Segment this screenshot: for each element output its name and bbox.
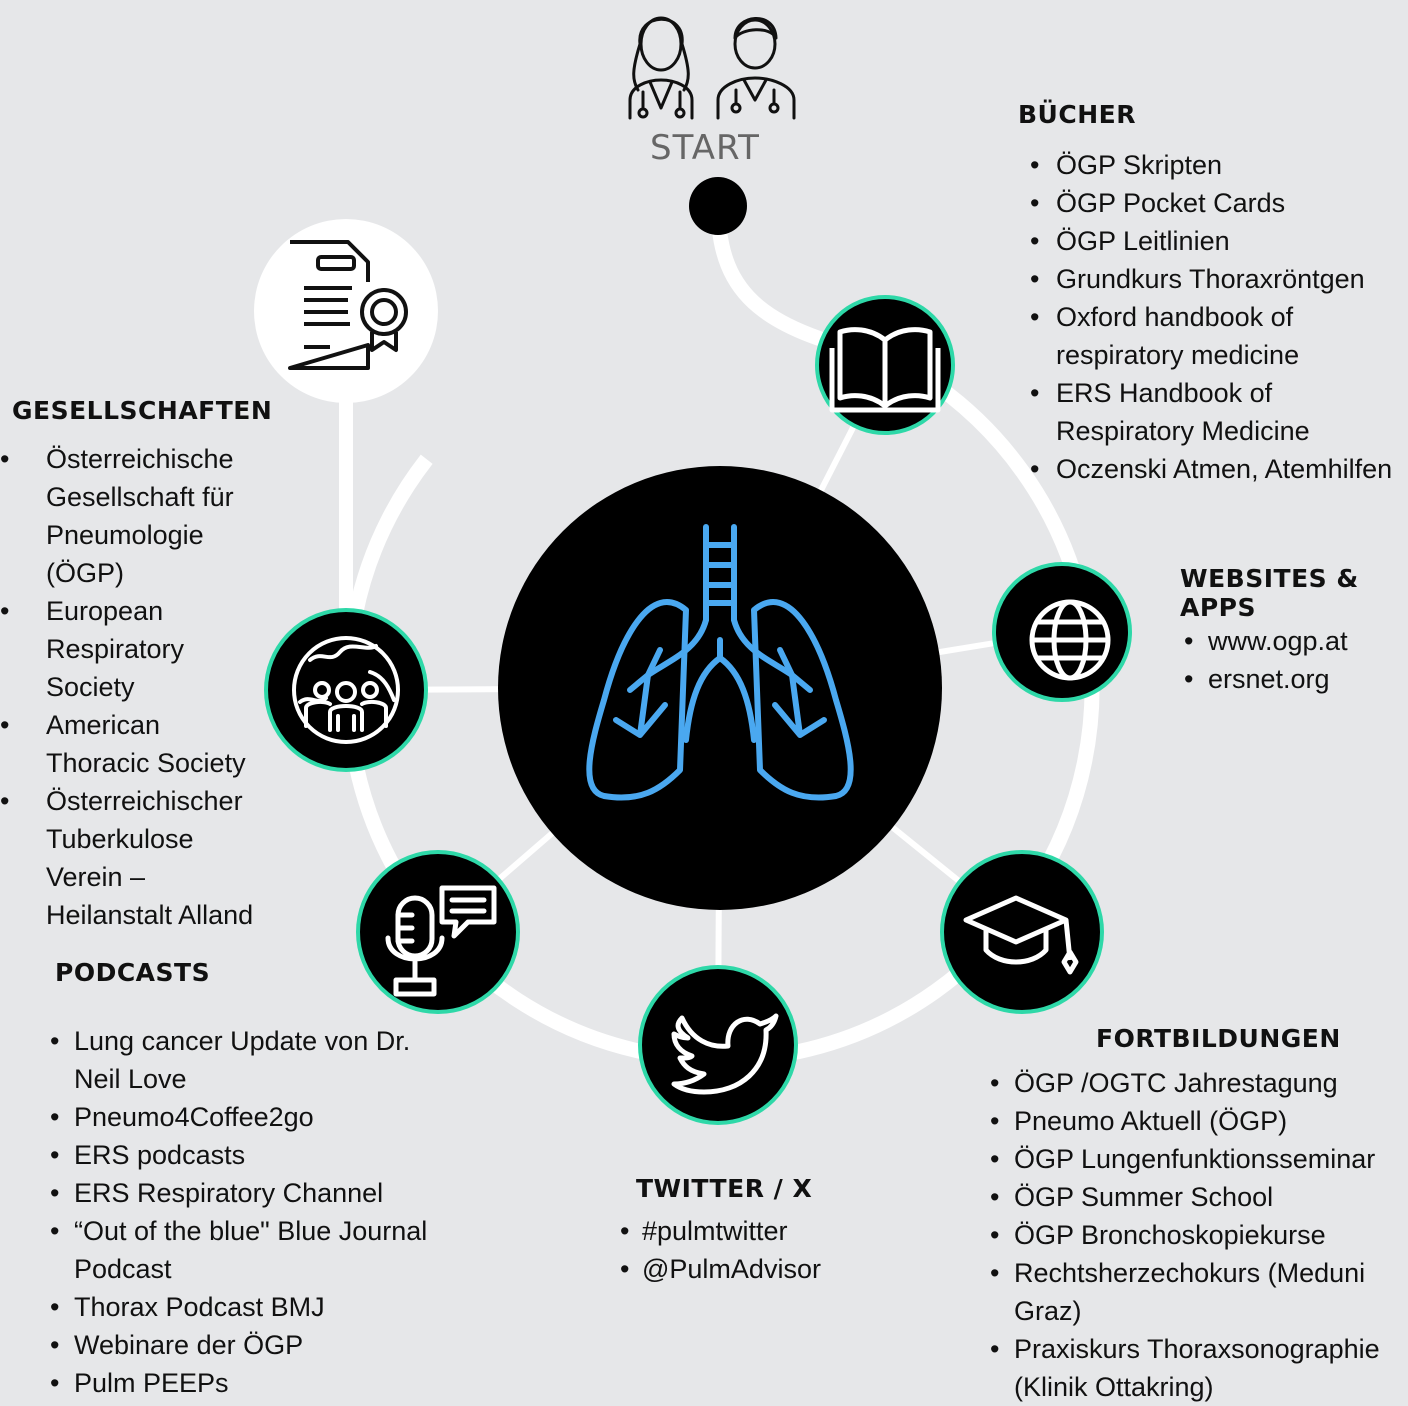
websites-node[interactable]: [992, 562, 1132, 702]
lungs-icon: [586, 524, 854, 801]
list-item: ERS Respiratory Channel: [50, 1174, 450, 1212]
twitter-bird-icon: [671, 1013, 779, 1095]
list-item: Pulm PEEPs: [50, 1364, 450, 1402]
start-label: START: [650, 128, 760, 168]
list-item: Pneumo4Coffee2go: [50, 1098, 450, 1136]
list-item: European Respiratory Society: [0, 592, 262, 706]
websites-title: WEBSITES & APPS: [1180, 564, 1359, 622]
list-item: Pneumo Aktuell (ÖGP): [990, 1102, 1408, 1140]
list-item: Praxiskurs Thoraxsonographie (Klinik Ott…: [990, 1330, 1408, 1406]
books-node[interactable]: [815, 295, 955, 435]
certificate-icon: [288, 240, 408, 370]
list-item: American Thoracic Society: [0, 706, 262, 782]
list-item: Österreichische Gesellschaft für Pneumol…: [0, 440, 262, 592]
websites-list: www.ogp.at ersnet.org: [1184, 622, 1404, 698]
podcasts-node[interactable]: [356, 850, 520, 1014]
list-item: Österreichischer Tuberkulose Verein – He…: [0, 782, 262, 934]
list-item: “Out of the blue" Blue Journal Podcast: [50, 1212, 450, 1288]
list-item: Oczenski Atmen, Atemhilfen: [1022, 450, 1408, 488]
list-item: ÖGP Pocket Cards: [1022, 184, 1408, 222]
courses-title: FORTBILDUNGEN: [1096, 1024, 1341, 1053]
list-item: Thorax Podcast BMJ: [50, 1288, 450, 1326]
list-item: #pulmtwitter: [620, 1212, 880, 1250]
list-item: Grundkurs Thoraxröntgen: [1022, 260, 1408, 298]
twitter-node[interactable]: [638, 965, 798, 1125]
list-item: @PulmAdvisor: [620, 1250, 880, 1288]
podcasts-list: Lung cancer Update von Dr. Neil Love Pne…: [50, 1022, 450, 1402]
start-dot: [689, 177, 747, 235]
courses-node[interactable]: [940, 850, 1104, 1014]
list-item: Rechtsherzechokurs (Meduni Graz): [990, 1254, 1408, 1330]
twitter-title: TWITTER / X: [636, 1174, 813, 1203]
graduation-cap-icon: [963, 895, 1079, 975]
list-item: www.ogp.at: [1184, 622, 1404, 660]
list-item: ÖGP Leitlinien: [1022, 222, 1408, 260]
hub-node: [498, 466, 942, 910]
societies-node[interactable]: [264, 608, 428, 772]
list-item: ERS Handbook of Respiratory Medicine: [1022, 374, 1408, 450]
list-item: Lung cancer Update von Dr. Neil Love: [50, 1022, 450, 1098]
courses-list: ÖGP /OGTC Jahrestagung Pneumo Aktuell (Ö…: [990, 1064, 1408, 1406]
podcasts-title: PODCASTS: [55, 958, 211, 987]
societies-title: GESELLSCHAFTEN: [12, 396, 273, 425]
list-item: ÖGP Summer School: [990, 1178, 1408, 1216]
list-item: ÖGP Lungenfunktionsseminar: [990, 1140, 1408, 1178]
list-item: Webinare der ÖGP: [50, 1326, 450, 1364]
globe-icon: [1029, 599, 1111, 681]
books-list: ÖGP Skripten ÖGP Pocket Cards ÖGP Leitli…: [1022, 146, 1408, 488]
book-icon: [829, 327, 941, 413]
books-title: BÜCHER: [1018, 100, 1136, 129]
global-community-icon: [292, 636, 400, 744]
list-item: Oxford handbook of respiratory medicine: [1022, 298, 1408, 374]
twitter-list: #pulmtwitter @PulmAdvisor: [620, 1212, 880, 1288]
societies-list: Österreichische Gesellschaft für Pneumol…: [0, 440, 262, 934]
list-item: ÖGP Bronchoskopiekurse: [990, 1216, 1408, 1254]
list-item: ERS podcasts: [50, 1136, 450, 1174]
list-item: ersnet.org: [1184, 660, 1404, 698]
doctors-icon: [628, 16, 796, 120]
list-item: ÖGP Skripten: [1022, 146, 1408, 184]
microphone-icon: [385, 885, 497, 997]
list-item: ÖGP /OGTC Jahrestagung: [990, 1064, 1408, 1102]
